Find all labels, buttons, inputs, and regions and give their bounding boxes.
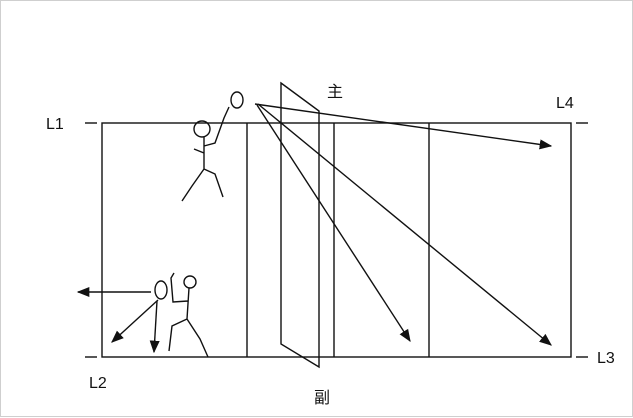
label-main: 主 — [327, 82, 343, 101]
shuttle-bottom — [154, 280, 168, 300]
player-top-body — [181, 106, 230, 202]
net — [280, 81, 320, 369]
player-bottom-body — [168, 272, 209, 358]
label-l2: L2 — [89, 375, 107, 392]
label-l1: L1 — [46, 116, 64, 133]
player-bottom-head — [183, 275, 197, 289]
shot-to-l3 — [257, 103, 552, 346]
shuttle-top — [230, 91, 244, 109]
shot-to-l4 — [254, 103, 553, 150]
player-top-head — [193, 120, 211, 138]
label-l3: L3 — [597, 350, 615, 367]
shot-to-mid — [256, 104, 411, 343]
label-l4: L4 — [556, 95, 574, 112]
player-top — [181, 106, 230, 202]
court-boundary — [101, 122, 572, 358]
player-bottom — [168, 272, 209, 358]
return-down — [149, 300, 160, 354]
return-down-left — [111, 299, 159, 343]
label-sub: 副 — [314, 388, 330, 407]
